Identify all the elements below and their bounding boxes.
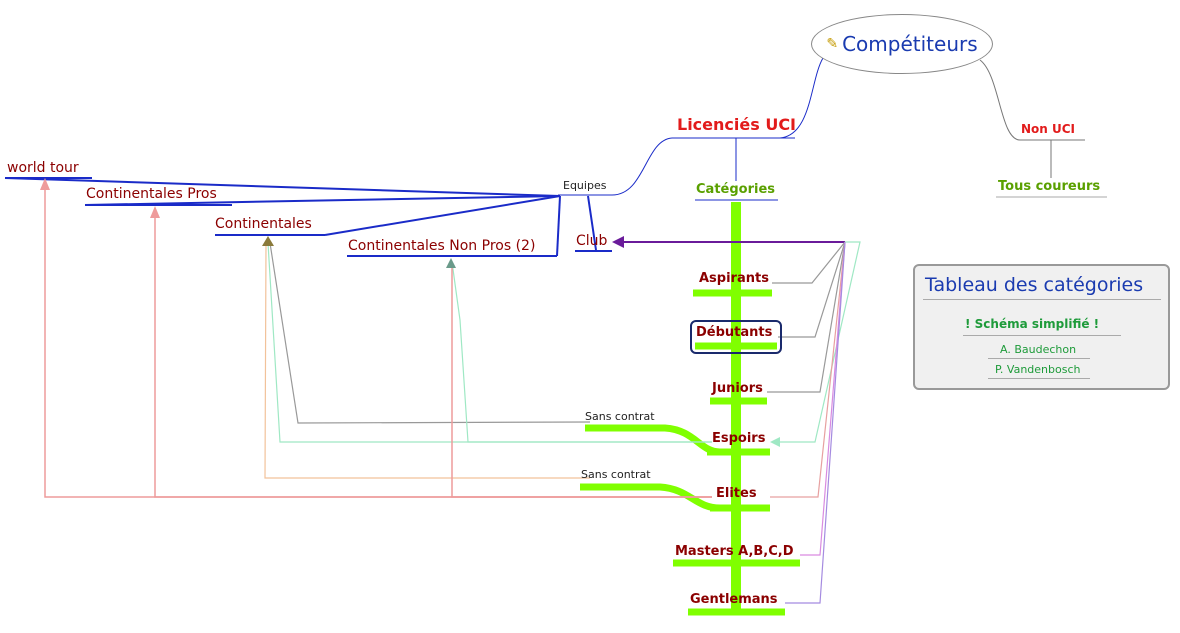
note-pencil-icon: ✎ — [826, 36, 839, 52]
team-links — [4, 177, 612, 257]
link-elites-club — [770, 241, 846, 498]
category-gentlemans[interactable]: Gentlemans — [690, 592, 778, 607]
arrow-continentales — [262, 236, 274, 246]
link-espoirs-club — [778, 241, 861, 443]
category-trunk — [580, 202, 800, 616]
category-elites[interactable]: Elites — [716, 486, 757, 501]
node-licencies-uci[interactable]: Licenciés UCI — [677, 115, 797, 134]
category-masters[interactable]: Masters A,B,C,D — [675, 544, 794, 559]
link-root-uci — [738, 57, 824, 139]
legend-author: A. Baudechon — [1000, 343, 1077, 356]
legend-subtitle: ! Schéma simplifié ! — [965, 317, 1100, 331]
link-gentlemans-club — [785, 241, 846, 604]
arrow-non-pros — [446, 258, 456, 268]
category-juniors[interactable]: Juniors — [712, 381, 763, 396]
root-node-competiteurs[interactable]: ✎ Compétiteurs — [811, 14, 993, 74]
annotation-sans-contrat-juniors: Sans contrat — [585, 410, 655, 423]
node-categories[interactable]: Catégories — [696, 182, 776, 197]
category-espoirs[interactable]: Espoirs — [712, 431, 766, 446]
arrow-continentales-pros — [150, 206, 160, 218]
node-non-uci[interactable]: Non UCI — [1021, 122, 1076, 136]
annotation-sans-contrat-elites: Sans contrat — [581, 468, 651, 481]
node-tous-coureurs[interactable]: Tous coureurs — [998, 179, 1101, 194]
node-continentales-non-pros[interactable]: Continentales Non Pros (2) — [348, 238, 536, 254]
arrow-worldtour — [40, 178, 50, 190]
node-equipes[interactable]: Equipes — [563, 179, 607, 192]
link-elites-continentales — [264, 242, 590, 479]
category-club-links — [767, 241, 846, 393]
link-elites-worldtour — [44, 180, 712, 498]
node-club[interactable]: Club — [576, 233, 608, 249]
legend-divider — [923, 299, 1161, 300]
legend-title: Tableau des catégories — [925, 274, 1144, 296]
root-title: Compétiteurs — [842, 32, 978, 56]
category-debutants-highlight — [690, 320, 782, 354]
link-sanscontrat-continentales — [269, 242, 591, 424]
legend-divider — [988, 378, 1090, 379]
link-root-nonuci — [979, 59, 1085, 141]
node-continentales-pros[interactable]: Continentales Pros — [86, 186, 217, 202]
category-aspirants[interactable]: Aspirants — [699, 271, 769, 286]
legend-box: Tableau des catégories ! Schéma simplifi… — [913, 264, 1170, 390]
club-arrowhead — [612, 236, 624, 248]
node-world-tour[interactable]: world tour — [7, 160, 79, 176]
node-continentales[interactable]: Continentales — [215, 216, 312, 232]
link-uci-equipes — [558, 137, 673, 196]
link-masters-club — [800, 241, 846, 556]
category-debutants[interactable]: Débutants — [696, 325, 773, 340]
legend-divider — [963, 335, 1121, 336]
legend-divider — [988, 358, 1090, 359]
legend-author: P. Vandenbosch — [995, 363, 1081, 376]
